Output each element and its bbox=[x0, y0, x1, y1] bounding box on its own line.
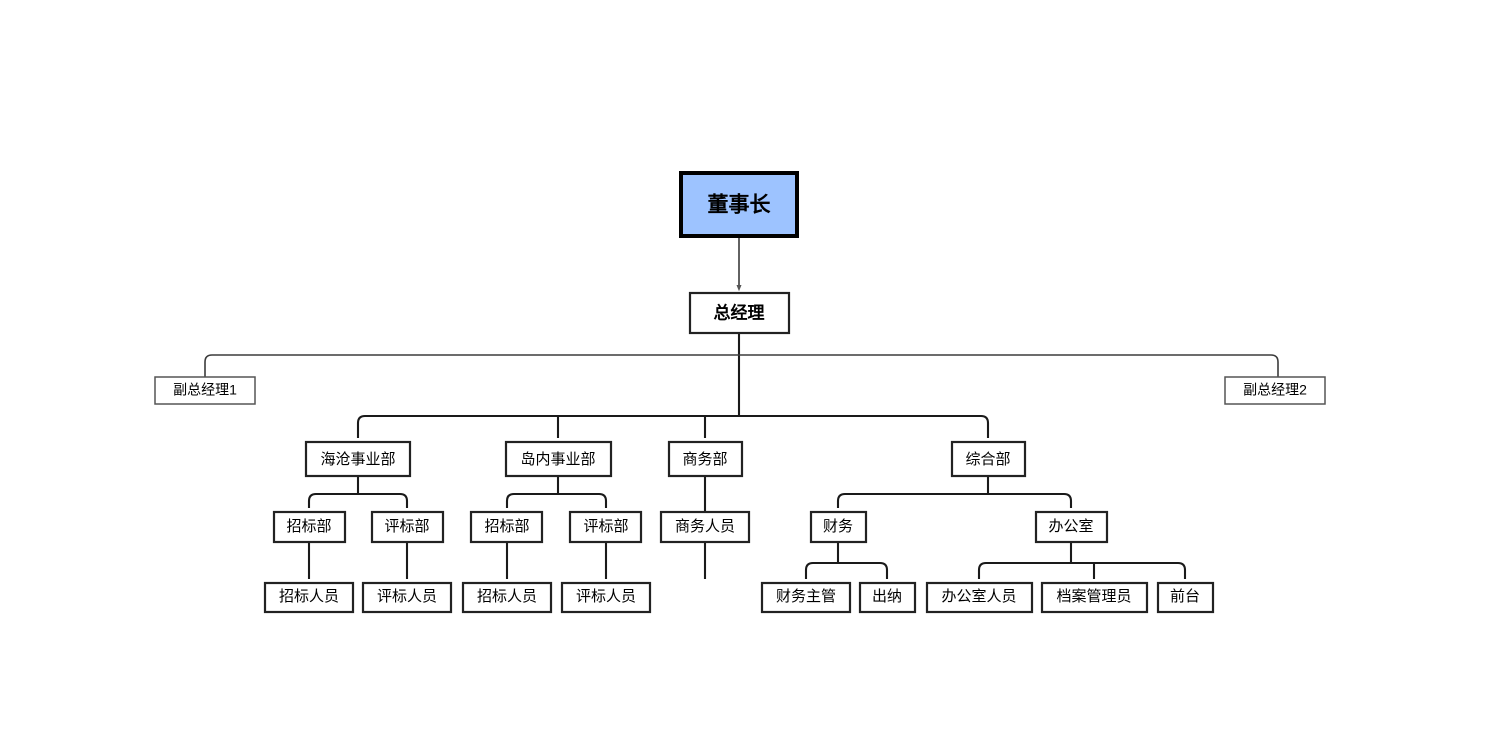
node-finance-supervisor[interactable]: 财务主管 bbox=[760, 581, 852, 614]
node-general-manager[interactable]: 总经理 bbox=[688, 291, 791, 335]
node-haicang-evaluation-staff[interactable]: 评标人员 bbox=[361, 581, 453, 614]
node-chairman-label: 董事长 bbox=[708, 193, 772, 217]
node-daonei-bidding[interactable]: 招标部 bbox=[469, 510, 544, 544]
node-haicang-bidding-label: 招标部 bbox=[286, 518, 331, 535]
node-finance[interactable]: 财务 bbox=[809, 510, 868, 544]
connector-layer bbox=[204, 236, 1279, 579]
connector-daonei-bar bbox=[505, 492, 608, 508]
node-finance-label: 财务 bbox=[823, 518, 853, 535]
node-chairman[interactable]: 董事长 bbox=[679, 171, 799, 238]
node-archivist[interactable]: 档案管理员 bbox=[1040, 581, 1149, 614]
node-haicang-evaluation-label: 评标部 bbox=[384, 518, 429, 535]
node-finance-supervisor-label: 财务主管 bbox=[776, 588, 836, 605]
connector-finance-bar bbox=[804, 561, 889, 579]
connector-dept-bar bbox=[356, 414, 990, 438]
node-daonei-bidding-label: 招标部 bbox=[484, 518, 529, 535]
node-reception[interactable]: 前台 bbox=[1156, 581, 1215, 614]
node-business-staff-label: 商务人员 bbox=[675, 518, 735, 535]
node-daonei-bidding-staff-label: 招标人员 bbox=[477, 588, 537, 605]
node-deputy-1[interactable]: 副总经理1 bbox=[154, 376, 256, 405]
node-haicang-bidding[interactable]: 招标部 bbox=[272, 510, 347, 544]
node-dept-haicang-label: 海沧事业部 bbox=[320, 451, 395, 468]
node-dept-business[interactable]: 商务部 bbox=[667, 440, 744, 478]
node-deputy-2-label: 副总经理2 bbox=[1243, 382, 1307, 398]
node-office-staff-label: 办公室人员 bbox=[941, 588, 1016, 605]
node-cashier[interactable]: 出纳 bbox=[858, 581, 917, 614]
node-business-staff[interactable]: 商务人员 bbox=[659, 510, 751, 544]
node-deputy-1-label: 副总经理1 bbox=[173, 382, 237, 398]
node-dept-daonei-label: 岛内事业部 bbox=[520, 451, 595, 468]
node-haicang-evaluation[interactable]: 评标部 bbox=[370, 510, 445, 544]
node-dept-general[interactable]: 综合部 bbox=[950, 440, 1027, 478]
node-haicang-evaluation-staff-label: 评标人员 bbox=[377, 588, 437, 605]
node-office[interactable]: 办公室 bbox=[1034, 510, 1109, 544]
node-general-manager-label: 总经理 bbox=[714, 302, 765, 322]
node-dept-daonei[interactable]: 岛内事业部 bbox=[504, 440, 613, 478]
node-haicang-bidding-staff-label: 招标人员 bbox=[279, 588, 339, 605]
connector-office-bar bbox=[977, 561, 1187, 579]
node-daonei-evaluation-label: 评标部 bbox=[583, 518, 628, 535]
node-daonei-bidding-staff[interactable]: 招标人员 bbox=[461, 581, 553, 614]
node-dept-business-label: 商务部 bbox=[682, 451, 727, 468]
node-daonei-evaluation[interactable]: 评标部 bbox=[568, 510, 643, 544]
connector-general-bar bbox=[836, 492, 1073, 508]
node-dept-haicang[interactable]: 海沧事业部 bbox=[304, 440, 412, 478]
node-dept-general-label: 综合部 bbox=[965, 451, 1010, 468]
node-deputy-2[interactable]: 副总经理2 bbox=[1224, 376, 1326, 405]
node-office-label: 办公室 bbox=[1048, 518, 1093, 535]
node-cashier-label: 出纳 bbox=[872, 588, 902, 605]
node-office-staff[interactable]: 办公室人员 bbox=[925, 581, 1034, 614]
node-archivist-label: 档案管理员 bbox=[1056, 587, 1131, 605]
node-haicang-bidding-staff[interactable]: 招标人员 bbox=[263, 581, 355, 614]
node-daonei-evaluation-staff[interactable]: 评标人员 bbox=[560, 581, 652, 614]
connector-deputy-bar bbox=[204, 354, 1279, 377]
node-daonei-evaluation-staff-label: 评标人员 bbox=[576, 588, 636, 605]
connector-haicang-bar bbox=[307, 492, 409, 508]
node-reception-label: 前台 bbox=[1170, 588, 1200, 605]
